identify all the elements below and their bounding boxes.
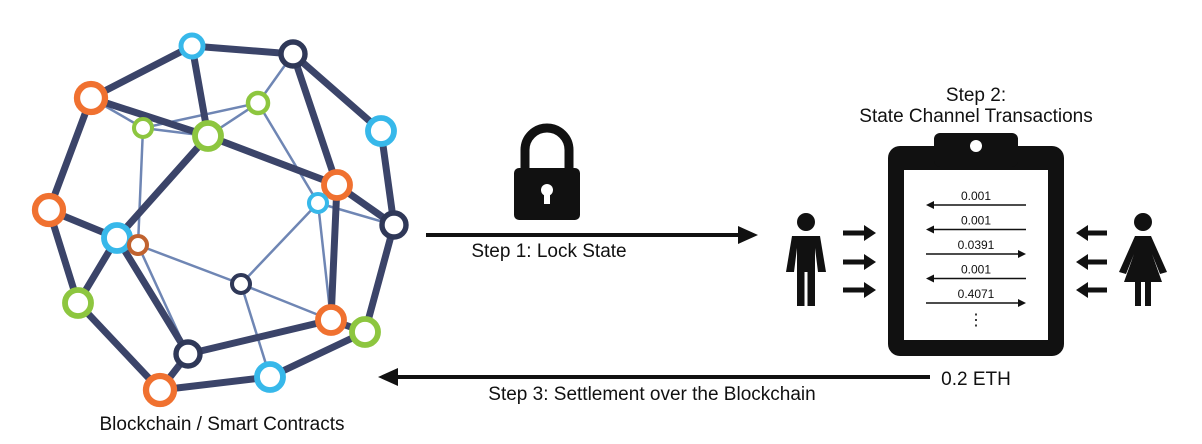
transaction-amount: 0.001: [961, 189, 991, 203]
left-arrowhead: [926, 274, 934, 283]
network-node: [142, 372, 178, 408]
network-link: [74, 299, 164, 394]
network-link: [136, 126, 145, 247]
network-node: [62, 287, 94, 319]
network-node: [365, 115, 397, 147]
transaction-amount: 0.0391: [958, 238, 995, 252]
transaction-row: 0.001: [926, 263, 1026, 283]
transaction-row: 0.4071: [926, 287, 1026, 307]
lock-icon: [514, 123, 580, 220]
network-node: [278, 39, 308, 69]
network-node: [126, 233, 150, 257]
network-node: [306, 191, 330, 215]
network-link: [289, 50, 341, 189]
network-link: [289, 50, 385, 135]
network-node: [254, 361, 286, 393]
step2-title-line1: Step 2:: [946, 85, 1006, 106]
network-link: [87, 94, 212, 140]
right-arrowhead: [1018, 250, 1026, 258]
transaction-row: 0.001: [926, 214, 1026, 234]
network-node: [131, 116, 155, 140]
network-link: [87, 42, 196, 102]
network-link: [256, 101, 320, 205]
right-arrow-icon: [843, 254, 876, 270]
network-node: [31, 192, 67, 228]
blockchain-network: [31, 32, 409, 408]
network-node: [379, 210, 409, 240]
transaction-amount: 0.4071: [958, 287, 995, 301]
network-link: [136, 243, 243, 286]
network-link: [239, 282, 272, 379]
transaction-amount: 0.001: [961, 263, 991, 277]
left-arrowhead: [926, 201, 934, 209]
network-node: [101, 222, 133, 254]
right-arrow-icon: [843, 282, 876, 298]
settlement-amount: 0.2 ETH: [941, 369, 1011, 390]
right-arrow-icon: [843, 225, 876, 241]
network-link: [113, 234, 192, 358]
step1-label: Step 1: Lock State: [471, 241, 626, 262]
right-arrowhead: [1018, 299, 1026, 307]
network-link: [188, 42, 297, 58]
transaction-amount: 0.001: [961, 214, 991, 228]
step2-title-line2: State Channel Transactions: [859, 106, 1092, 127]
network-link: [113, 132, 212, 242]
transaction-ellipsis: ⋮: [968, 312, 984, 329]
right-party-arrows: [1076, 225, 1107, 298]
network-node: [321, 169, 353, 201]
network-link: [266, 328, 369, 381]
left-arrow-icon: [1076, 282, 1107, 298]
network-nodes: [31, 32, 409, 408]
network-node: [173, 339, 203, 369]
network-link: [361, 221, 398, 336]
left-arrow-icon: [1076, 225, 1107, 241]
network-link: [239, 282, 333, 322]
network-node: [229, 272, 253, 296]
transaction-row: 0.0391: [926, 238, 1026, 258]
network-node: [245, 90, 271, 116]
network-label: Blockchain / Smart Contracts: [100, 414, 345, 435]
settlement-arrow: [378, 368, 930, 386]
man-icon: [786, 213, 826, 306]
network-link: [45, 94, 95, 214]
network-node: [178, 32, 206, 60]
network-link: [156, 373, 274, 394]
network-link: [184, 316, 335, 358]
network-node: [349, 316, 381, 348]
network-link: [239, 201, 320, 286]
network-link: [204, 132, 341, 189]
network-node: [192, 120, 224, 152]
step3-label: Step 3: Settlement over the Blockchain: [488, 384, 815, 405]
lock-state-arrow: [426, 226, 758, 244]
transaction-list: 0.001 0.001 0.0391 0.001 0.4071: [926, 189, 1026, 307]
network-link: [327, 181, 341, 324]
network-node: [315, 304, 347, 336]
woman-icon: [1119, 213, 1167, 306]
network-node: [73, 80, 109, 116]
left-party-arrows: [843, 225, 876, 298]
transaction-row: 0.001: [926, 189, 1026, 209]
left-arrow-icon: [1076, 254, 1107, 270]
left-arrowhead: [926, 225, 934, 234]
